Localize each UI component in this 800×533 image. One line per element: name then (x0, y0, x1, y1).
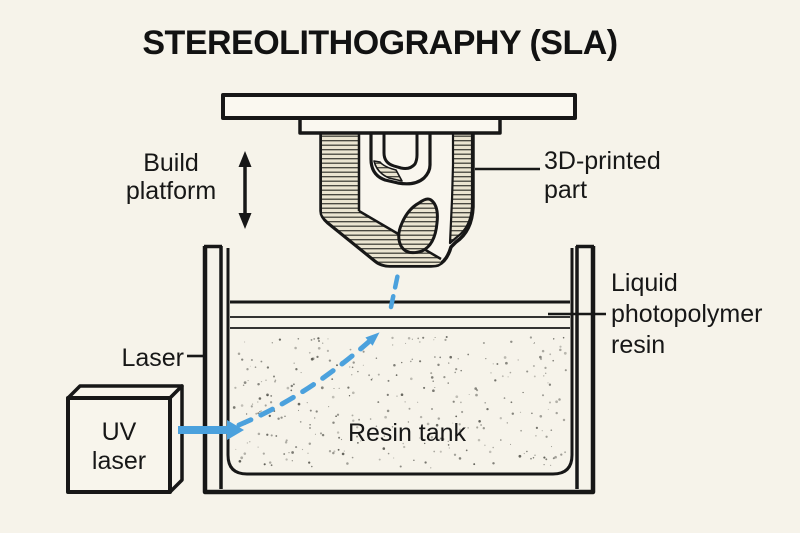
laser-beam-solid-arrow (178, 420, 244, 440)
printed-part-label: 3D-printed part (544, 147, 661, 204)
leader-lines (187, 167, 606, 358)
uv-laser-box (66, 384, 184, 494)
laser-beam-dashed-arrow (236, 266, 402, 428)
uv-laser-label: UV laser (91, 418, 147, 475)
liquid-resin-label: Liquid photopolymer resin (611, 269, 763, 359)
build-platform (221, 93, 577, 135)
laser-label: Laser (121, 344, 184, 372)
resin-texture (232, 335, 567, 469)
resin-tank-label: Resin tank (347, 419, 467, 447)
build-platform-label: Build platform (125, 149, 217, 205)
tank-outer-container (202, 244, 596, 495)
diagram-title: STEREOLITHOGRAPHY (SLA) (142, 24, 618, 62)
up-down-arrow-icon (238, 151, 252, 229)
resin-surface (230, 300, 570, 329)
resin-vat (226, 248, 574, 476)
printed-part (319, 129, 475, 268)
